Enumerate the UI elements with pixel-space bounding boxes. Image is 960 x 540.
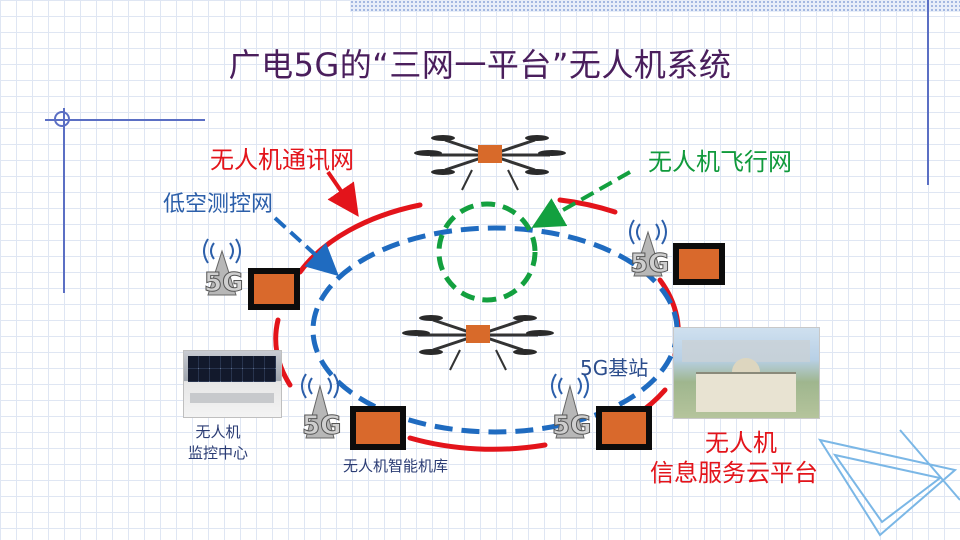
cloud-platform-label-line1: 无人机 xyxy=(705,429,777,457)
low-altitude-network-label: 低空测控网 xyxy=(163,192,274,217)
drone-icon xyxy=(414,135,566,191)
flight-network-label: 无人机飞行网 xyxy=(648,148,792,176)
decor-line-right xyxy=(927,0,929,185)
5g-tower-icon: 5G xyxy=(203,238,244,299)
smart-hangar-label: 无人机智能机库 xyxy=(343,457,449,475)
svg-text:5G: 5G xyxy=(630,249,669,279)
cloud-platform-photo xyxy=(673,327,820,419)
decor-line-vertical xyxy=(63,108,65,293)
cloud-platform-label-line2: 信息服务云平台 xyxy=(650,459,818,487)
5g-badge-text: 5G xyxy=(204,268,243,298)
top-decor-strip xyxy=(350,0,960,12)
5g-tower-icon: 5G xyxy=(551,373,592,442)
svg-text:5G: 5G xyxy=(302,411,341,441)
5g-tower-icon: 5G xyxy=(629,219,670,280)
monitor-center-label: 无人机 监控中心 xyxy=(183,421,253,463)
flight-network-ring xyxy=(436,201,538,303)
5g-tower-icon: 5G xyxy=(301,373,342,442)
monitor-center-label-line2: 监控中心 xyxy=(187,444,248,462)
monitor-center-photo xyxy=(183,350,282,418)
monitor-center-label-line1: 无人机 xyxy=(195,423,241,441)
decor-line-horizontal xyxy=(45,119,205,121)
flight-network-arrow xyxy=(531,170,631,228)
drone-icon xyxy=(402,315,554,371)
svg-text:5G: 5G xyxy=(552,411,591,441)
comm-network-arrow xyxy=(326,170,359,217)
base-station-label: 5G基站 xyxy=(580,356,649,380)
slide-title: 广电5G的“三网一平台”无人机系统 xyxy=(228,46,732,84)
decor-triangles xyxy=(817,429,960,537)
decor-circle xyxy=(54,111,70,127)
low-altitude-arrow xyxy=(273,216,339,277)
comm-network-label: 无人机通讯网 xyxy=(210,146,354,174)
